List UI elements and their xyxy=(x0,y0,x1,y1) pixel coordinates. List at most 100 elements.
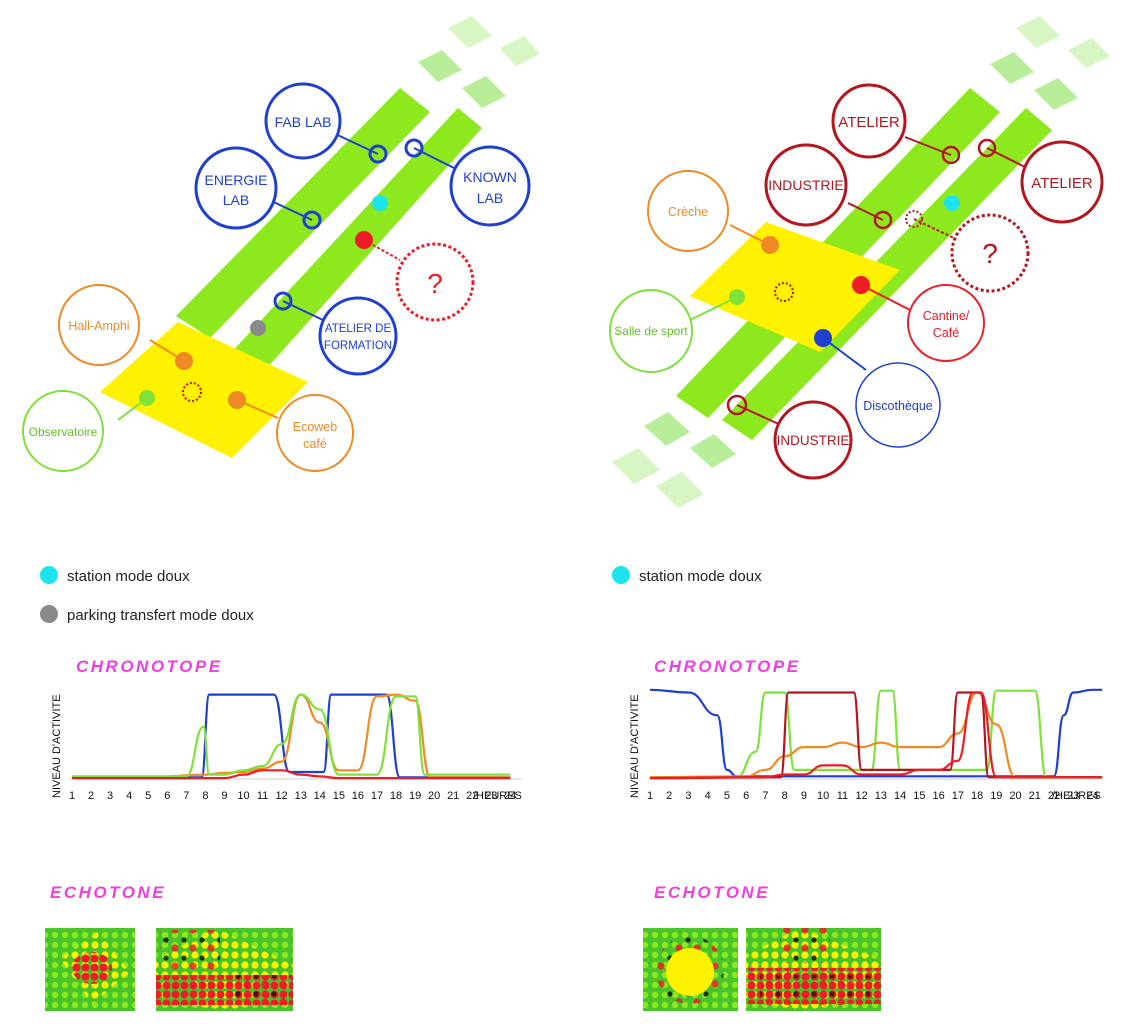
x-tick-label: 12 xyxy=(856,790,868,802)
faded-block xyxy=(690,434,736,468)
knownlab-bubble xyxy=(449,145,531,227)
atelier-label-2: FORMATION xyxy=(324,340,392,352)
atelier-label-1: ATELIER DE xyxy=(325,323,392,335)
atelier-marker xyxy=(273,291,293,311)
faded-block xyxy=(448,16,492,48)
series-line-4 xyxy=(649,691,1103,780)
unknown-bubble xyxy=(950,213,1030,293)
green-strip xyxy=(176,88,430,338)
x-tick-label: 12 xyxy=(276,790,288,802)
x-tick-label: 24 xyxy=(504,790,516,802)
unknown-marker xyxy=(905,210,923,228)
x-tick-label: 19 xyxy=(990,790,1002,802)
atelier-top-bubble xyxy=(831,83,907,159)
x-tick-label: 16 xyxy=(932,790,944,802)
hall-label: Hall-Amphi xyxy=(68,319,129,333)
energielab-marker xyxy=(302,210,322,230)
x-tick-label: 9 xyxy=(801,790,807,802)
x-tick-label: 4 xyxy=(126,790,132,802)
hall-dot xyxy=(175,352,193,370)
x-tick-label: 1 xyxy=(647,790,653,802)
yellow-plaza xyxy=(100,322,308,458)
industrie-top-label: INDUSTRIE xyxy=(768,177,843,193)
series-line-1 xyxy=(650,689,1103,779)
unknown-label: ? xyxy=(982,238,998,269)
x-tick-label: 13 xyxy=(295,790,307,802)
x-tick-label: 22 xyxy=(1048,790,1060,802)
faded-block xyxy=(500,36,540,66)
ecoweb-label-2: café xyxy=(303,437,327,451)
unknown-bubble xyxy=(395,242,475,322)
disco-label: Discothèque xyxy=(863,399,933,413)
parking-legend-dot xyxy=(40,605,58,623)
x-tick-label: 18 xyxy=(971,790,983,802)
x-tick-label: 6 xyxy=(743,790,749,802)
creche-bubble xyxy=(647,170,729,252)
parking-dot xyxy=(250,320,266,336)
x-tick-label: 10 xyxy=(237,790,249,802)
industrie-bottom-marker xyxy=(726,394,748,416)
x-tick-label: 24 xyxy=(1086,790,1098,802)
x-tick-label: 10 xyxy=(817,790,829,802)
x-tick-label: 5 xyxy=(145,790,151,802)
echotone-thumbnail-4 xyxy=(746,928,881,1011)
legend-right: station mode doux xyxy=(612,566,762,585)
x-tick-label: 7 xyxy=(183,790,189,802)
observatoire-bubble xyxy=(22,390,104,472)
x-axis-label: /HEURES xyxy=(1052,790,1101,802)
energielab-bubble xyxy=(194,146,278,230)
industrie-bottom-bubble xyxy=(773,400,853,480)
x-tick-label: 7 xyxy=(762,790,768,802)
cantine-label-2: Café xyxy=(933,326,959,340)
series-line-2 xyxy=(72,693,511,778)
x-tick-label: 1 xyxy=(69,790,75,802)
x-tick-label: 9 xyxy=(221,790,227,802)
faded-block xyxy=(1016,16,1060,48)
ecoweb-bubble xyxy=(276,394,354,472)
series-line-3 xyxy=(71,769,511,780)
x-tick-label: 2 xyxy=(666,790,672,802)
x-tick-label: 11 xyxy=(837,790,848,802)
x-tick-label: 17 xyxy=(952,790,964,802)
green-strip xyxy=(228,108,482,378)
station-dot xyxy=(944,195,960,211)
echotone-thumbnail-3 xyxy=(643,928,738,1011)
knownlab-label-2: LAB xyxy=(477,190,503,206)
knownlab-label-1: KNOWN xyxy=(463,169,517,185)
x-tick-label: 20 xyxy=(428,790,440,802)
echotone-thumbnail-2 xyxy=(156,928,293,1011)
knownlab-marker xyxy=(404,138,424,158)
disco-dot xyxy=(814,329,832,347)
echotone-title-left: ECHOTONE xyxy=(50,883,166,902)
fablab-bubble xyxy=(264,82,342,160)
faded-block xyxy=(612,448,660,484)
cantine-label-1: Cantine/ xyxy=(923,309,970,323)
left-site-diagram: FAB LAB ENERGIE LAB KNOWN LAB ? ATELIER … xyxy=(22,16,540,472)
x-tick-label: 23 xyxy=(1067,790,1079,802)
atelier-bubble xyxy=(318,296,398,376)
x-tick-label: 14 xyxy=(894,790,906,802)
y-axis-label: NIVEAU D'ACTIVITE xyxy=(629,694,641,798)
x-tick-label: 4 xyxy=(705,790,711,802)
echotone-thumbnail-1 xyxy=(45,928,135,1011)
industrie-top-marker xyxy=(873,210,893,230)
x-tick-label: 22 xyxy=(466,790,478,802)
station-legend-dot xyxy=(612,566,630,584)
unknown-dot xyxy=(355,231,373,249)
atelier-top-label: ATELIER xyxy=(838,114,900,131)
x-tick-label: 5 xyxy=(724,790,730,802)
ecoweb-dot xyxy=(228,391,246,409)
x-tick-label: 21 xyxy=(447,790,459,802)
atelier-right-marker xyxy=(977,138,997,158)
series-line-0 xyxy=(72,693,511,779)
creche-label: Crèche xyxy=(668,205,708,219)
chronotope-title-right: CHRONOTOPE xyxy=(654,657,801,676)
industrie-bottom-label: INDUSTRIE xyxy=(777,433,850,448)
ecoweb-label-1: Ecoweb xyxy=(293,420,338,434)
x-tick-label: 18 xyxy=(390,790,402,802)
fablab-label: FAB LAB xyxy=(275,114,332,130)
x-tick-label: 14 xyxy=(314,790,326,802)
series-line-0 xyxy=(649,688,1103,778)
x-tick-label: 8 xyxy=(782,790,788,802)
